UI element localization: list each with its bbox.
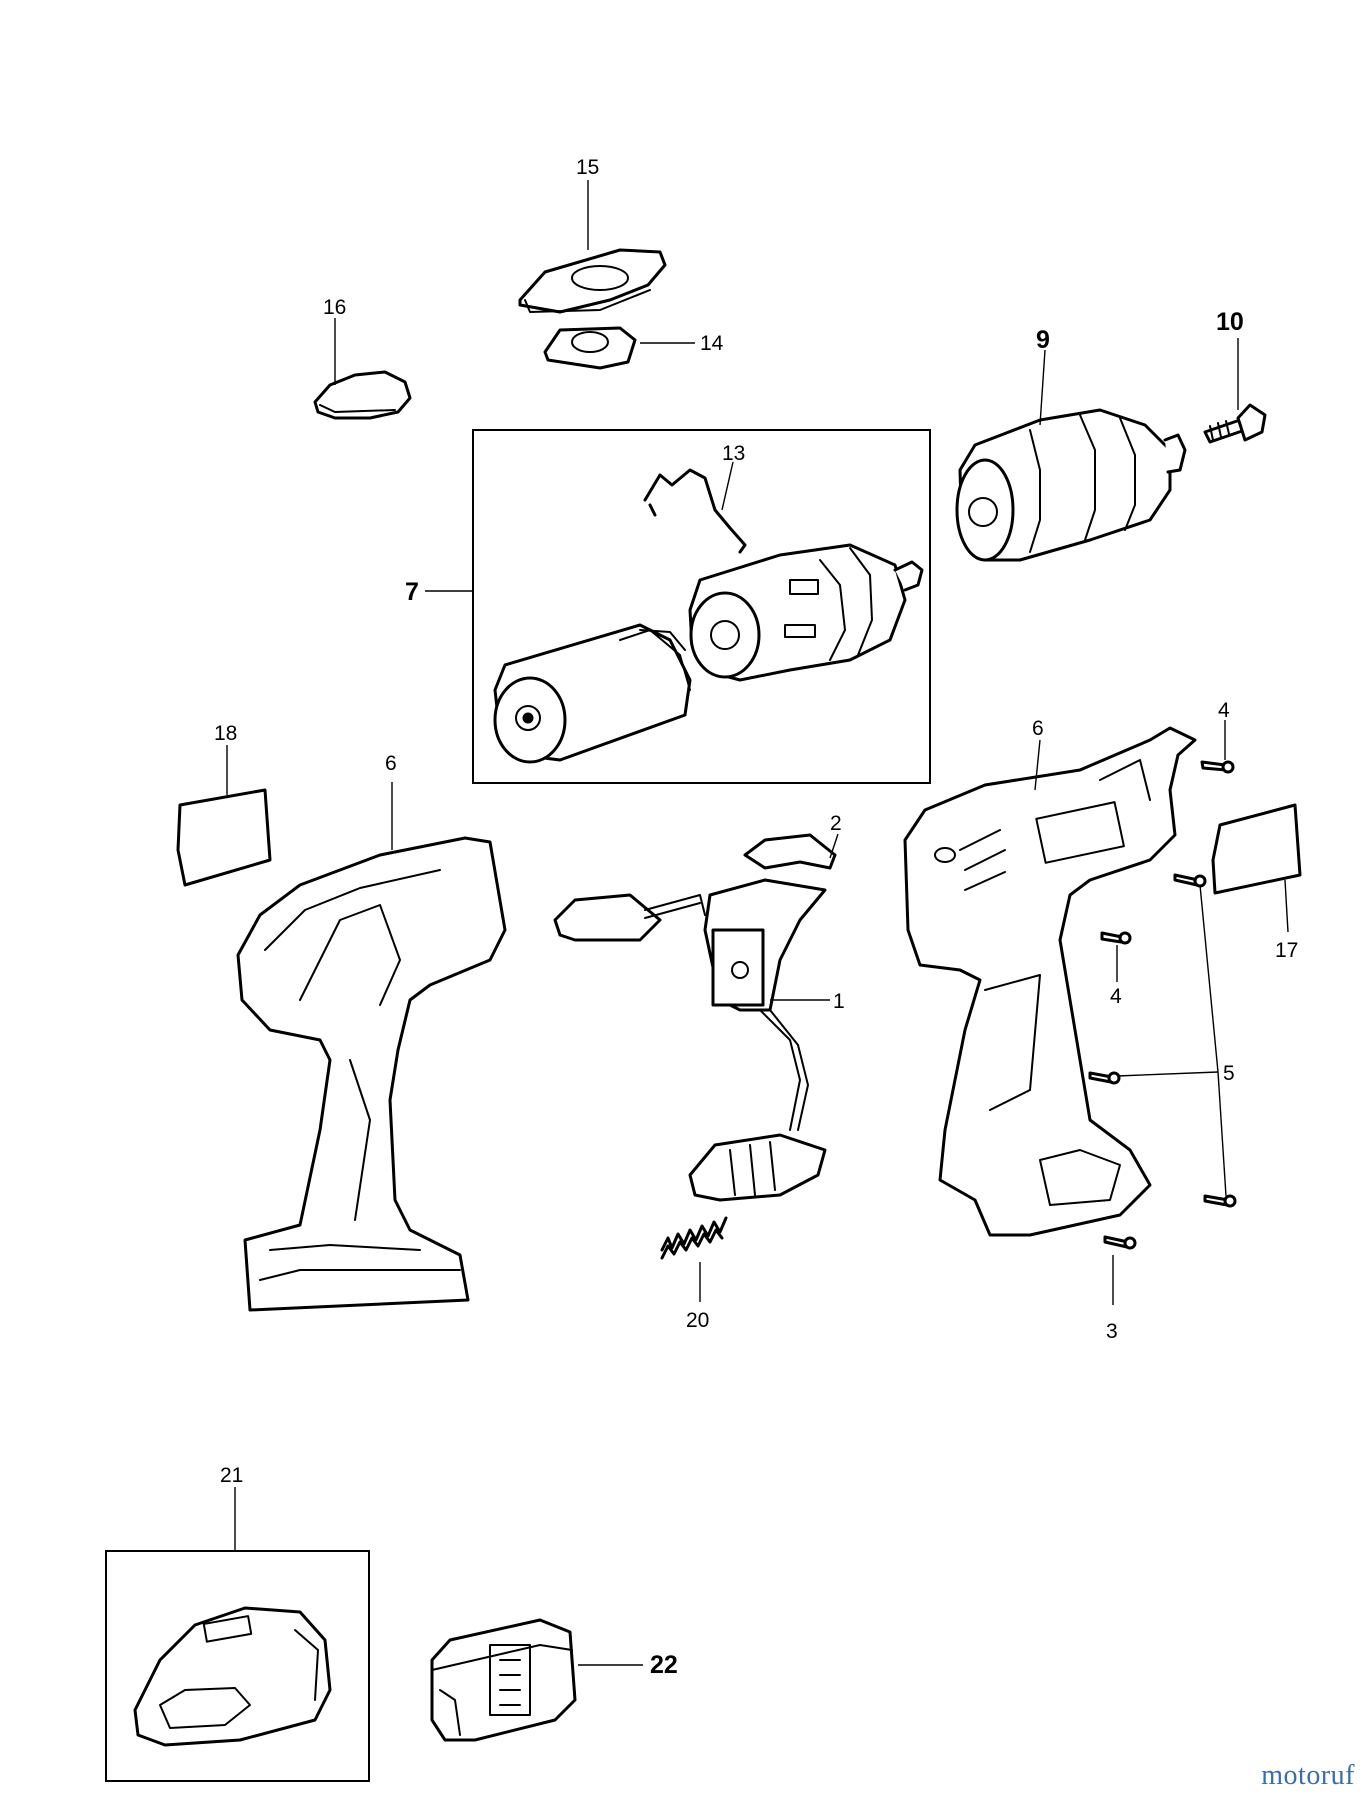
part-6-left-housing[interactable] xyxy=(236,836,507,1312)
label-4-lower: 4 xyxy=(1110,985,1122,1008)
part-9-chuck[interactable] xyxy=(955,408,1187,562)
label-1: 1 xyxy=(833,990,845,1013)
part-4-screw-lower[interactable] xyxy=(1100,931,1132,945)
part-18-label[interactable] xyxy=(176,788,272,887)
motor[interactable] xyxy=(493,623,692,764)
label-16: 16 xyxy=(323,296,346,319)
leader-5a xyxy=(1199,884,1219,1073)
leader-13 xyxy=(721,461,734,511)
label-6-right: 6 xyxy=(1032,717,1044,740)
part-10-screw[interactable] xyxy=(1203,403,1267,444)
label-5: 5 xyxy=(1223,1062,1235,1085)
label-17: 17 xyxy=(1275,939,1298,962)
label-7: 7 xyxy=(405,578,419,606)
part-7-assembly-box xyxy=(472,429,931,784)
label-20: 20 xyxy=(686,1309,709,1332)
part-22-battery[interactable] xyxy=(430,1618,577,1742)
leader-17 xyxy=(1284,879,1289,933)
label-9: 9 xyxy=(1036,326,1050,354)
part-21-charger[interactable] xyxy=(133,1606,332,1747)
part-20-spring[interactable] xyxy=(660,1216,728,1260)
leader-5b xyxy=(1116,1071,1219,1077)
part-4-screw-upper[interactable] xyxy=(1200,760,1235,774)
label-15: 15 xyxy=(576,156,599,179)
part-14-switch-button[interactable] xyxy=(543,326,637,370)
part-5-screws[interactable] xyxy=(1088,873,1237,1208)
label-14: 14 xyxy=(700,332,724,355)
label-4-upper: 4 xyxy=(1218,699,1230,722)
part-3-screw[interactable] xyxy=(1103,1235,1137,1250)
part-21-box xyxy=(105,1550,370,1782)
part-15-switch-cover[interactable] xyxy=(518,248,667,314)
part-17-label[interactable] xyxy=(1211,803,1302,895)
watermark-logo: motoruf xyxy=(1261,1760,1355,1791)
part-1-switch-module[interactable] xyxy=(553,878,827,1202)
label-2: 2 xyxy=(830,812,842,835)
label-10: 10 xyxy=(1216,308,1244,336)
label-18: 18 xyxy=(214,722,237,745)
part-16-cap[interactable] xyxy=(313,370,412,420)
label-13: 13 xyxy=(722,442,745,465)
part-13-spring-clip[interactable] xyxy=(643,468,747,554)
leader-5c xyxy=(1217,1071,1227,1197)
label-22: 22 xyxy=(650,1651,678,1679)
part-2-trigger[interactable] xyxy=(743,833,837,870)
label-3: 3 xyxy=(1106,1320,1118,1343)
leader-9 xyxy=(1039,349,1046,426)
part-6-right-housing[interactable] xyxy=(903,726,1197,1237)
label-21: 21 xyxy=(220,1464,243,1487)
leader-2 xyxy=(829,833,839,859)
gearbox[interactable] xyxy=(688,543,924,682)
leader-6-right xyxy=(1034,739,1041,791)
label-6-left: 6 xyxy=(385,752,397,775)
